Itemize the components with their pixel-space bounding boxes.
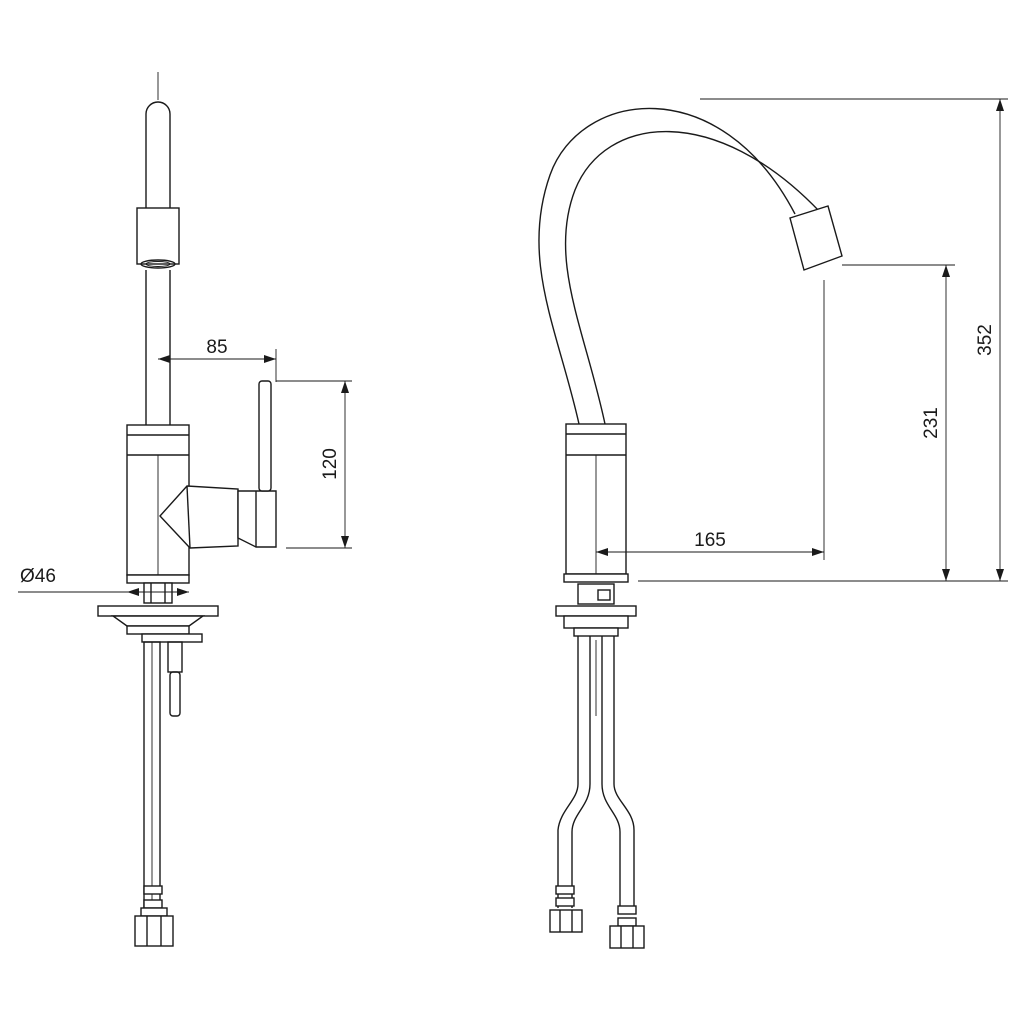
front-spout-outer — [538, 107, 796, 425]
front-spout-head — [789, 205, 843, 271]
dim-label-165: 165 — [694, 530, 726, 551]
dim-label-85: 85 — [206, 337, 227, 358]
front-base-ring — [563, 573, 629, 583]
side-spout-top — [145, 101, 171, 212]
front-hose-nut-left — [549, 909, 583, 933]
dim-label-46: Ø46 — [20, 566, 56, 587]
side-lever-handle — [258, 380, 272, 492]
side-aerator-outlet — [140, 259, 176, 269]
front-view: 165 231 352 — [538, 98, 1008, 949]
front-hose-left-outer — [557, 636, 579, 908]
dim-label-352: 352 — [975, 324, 996, 356]
front-hose-nut-right — [609, 925, 645, 949]
side-base-ring — [126, 574, 190, 584]
side-aerator-sleeve — [136, 207, 180, 265]
dim-label-120: 120 — [320, 448, 341, 480]
side-view: 85 120 Ø46 — [18, 72, 352, 947]
side-hose-nut — [134, 915, 174, 947]
side-lever-cap — [237, 490, 277, 548]
front-hose-right-outer — [601, 636, 621, 908]
front-mounting-plate — [555, 605, 637, 617]
dim-label-231: 231 — [921, 407, 942, 439]
side-mounting-plate — [97, 605, 219, 617]
front-spout-inner — [564, 130, 821, 425]
